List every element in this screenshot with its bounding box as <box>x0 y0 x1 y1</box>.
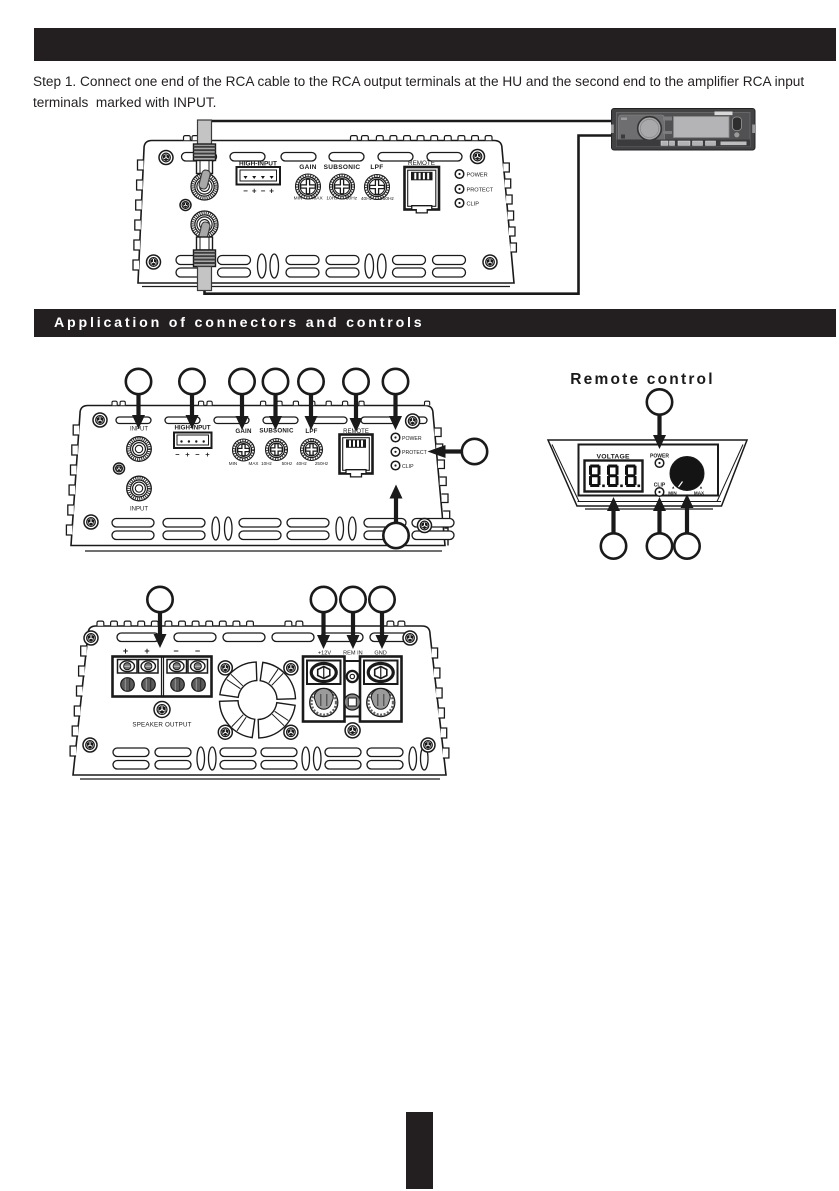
svg-text:LPF: LPF <box>305 428 317 435</box>
svg-text:10Hz: 10Hz <box>261 461 272 466</box>
svg-text:MAX: MAX <box>312 196 323 202</box>
svg-text:MAX: MAX <box>249 461 259 466</box>
svg-text:−: − <box>243 187 248 196</box>
svg-text:Remote control: Remote control <box>570 371 714 388</box>
svg-text:+: + <box>252 187 257 196</box>
svg-text:REM IN: REM IN <box>343 650 363 656</box>
svg-text:VOLTAGE: VOLTAGE <box>597 454 631 461</box>
svg-text:10Hz: 10Hz <box>326 196 338 202</box>
svg-text:+: + <box>144 646 149 656</box>
svg-text:MIN: MIN <box>229 461 237 466</box>
svg-text:MIN: MIN <box>294 196 303 202</box>
svg-text:PROTECT: PROTECT <box>467 187 494 193</box>
svg-text:SUBSONIC: SUBSONIC <box>324 164 361 171</box>
svg-text:GAIN: GAIN <box>299 164 316 171</box>
svg-text:POWER: POWER <box>402 436 422 442</box>
svg-text:+: + <box>123 646 128 656</box>
svg-text:−: − <box>175 450 180 459</box>
svg-text:40Hz: 40Hz <box>361 196 373 202</box>
svg-text:−: − <box>173 646 178 656</box>
svg-text:−: − <box>195 450 200 459</box>
svg-text:CLIP: CLIP <box>654 482 666 488</box>
svg-text:SPEAKER OUTPUT: SPEAKER OUTPUT <box>132 722 191 729</box>
svg-text:POWER: POWER <box>650 453 669 459</box>
svg-text:MIN: MIN <box>668 491 677 496</box>
svg-text:HIGH-INPUT: HIGH-INPUT <box>174 425 210 432</box>
svg-text:REMOTE: REMOTE <box>408 160 435 167</box>
svg-text:+12V: +12V <box>318 650 331 656</box>
svg-text:INPUT: INPUT <box>130 427 148 433</box>
svg-text:GND: GND <box>374 650 386 656</box>
svg-text:LPF: LPF <box>370 164 383 171</box>
svg-text:40Hz: 40Hz <box>296 461 307 466</box>
svg-text:250Hz: 250Hz <box>315 461 329 466</box>
svg-text:+: + <box>269 187 274 196</box>
svg-text:PROTECT: PROTECT <box>402 450 428 456</box>
svg-text:MAX: MAX <box>694 491 705 496</box>
svg-text:+: + <box>205 450 210 459</box>
svg-text:POWER: POWER <box>467 172 488 178</box>
svg-text:CLIP: CLIP <box>467 201 480 207</box>
svg-text:GAIN: GAIN <box>235 428 252 435</box>
svg-text:CLIP: CLIP <box>402 464 414 470</box>
svg-text:−: − <box>195 646 200 656</box>
svg-text:50Hz: 50Hz <box>346 196 358 202</box>
svg-text:HIGH-INPUT: HIGH-INPUT <box>239 161 277 168</box>
svg-text:250Hz: 250Hz <box>380 196 394 202</box>
svg-text:50Hz: 50Hz <box>282 461 293 466</box>
svg-text:+: + <box>185 450 190 459</box>
svg-text:SUBSONIC: SUBSONIC <box>259 428 294 435</box>
svg-text:INPUT: INPUT <box>130 507 148 513</box>
svg-text:−: − <box>261 187 266 196</box>
